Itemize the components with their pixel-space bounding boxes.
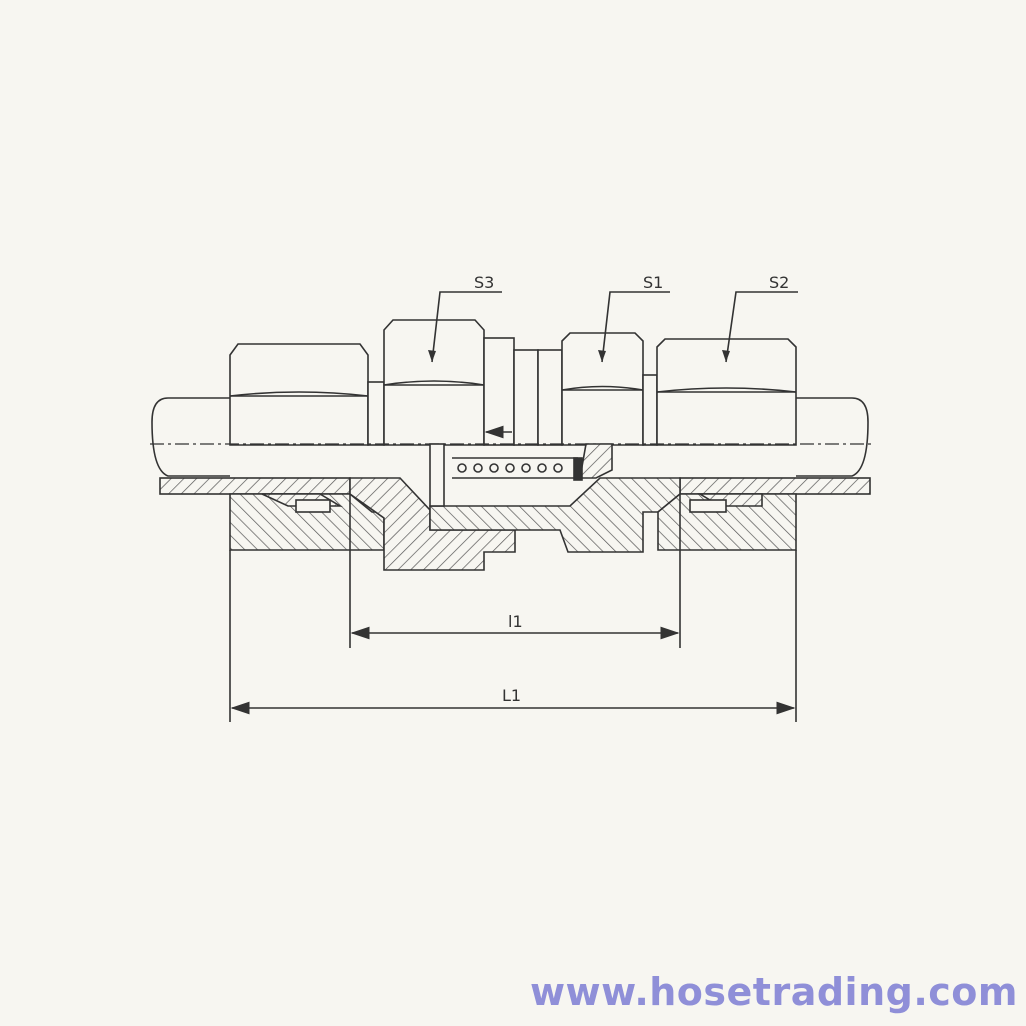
- left-nut: [229, 343, 385, 446]
- check-spring: [452, 457, 583, 481]
- s2-leader: [725, 291, 798, 363]
- s3-hex: [383, 319, 539, 446]
- label-l1-small: l1: [508, 612, 523, 631]
- label-s3: S3: [474, 273, 494, 292]
- s1-leader: [601, 291, 670, 363]
- watermark-url: www.hosetrading.com: [529, 970, 1018, 1014]
- s3-leader: [431, 291, 502, 363]
- s2-nut: [656, 338, 797, 446]
- label-l1-large: L1: [502, 686, 521, 705]
- body-section: [349, 443, 681, 571]
- right-nut-section: [657, 493, 797, 551]
- s1-hex: [537, 332, 658, 446]
- label-s1: S1: [643, 273, 663, 292]
- label-s2: S2: [769, 273, 789, 292]
